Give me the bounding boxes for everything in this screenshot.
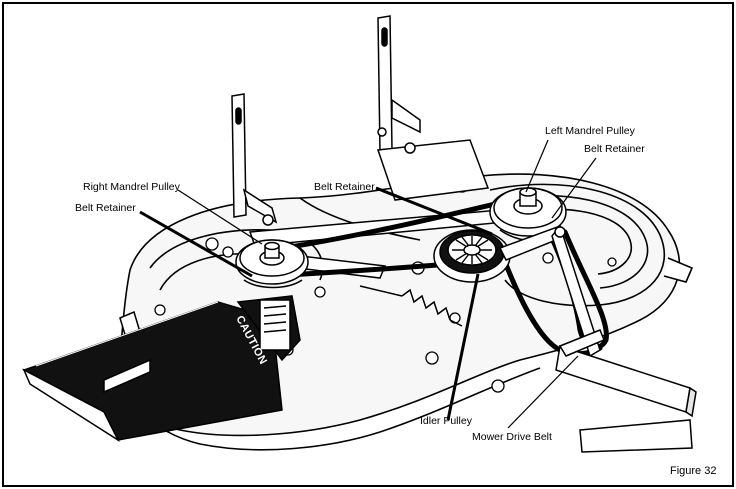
leader-idler-pulley [446, 273, 480, 421]
label-mower-drive-belt: Mower Drive Belt [472, 431, 552, 443]
discharge-chute [22, 295, 301, 443]
leader-mower-drive-belt [507, 355, 579, 429]
label-right-mandrel-pulley: Right Mandrel Pulley [83, 181, 181, 193]
front-hanger-bracket [231, 93, 278, 226]
front-support-bar [555, 329, 697, 453]
label-left-mandrel-pulley: Left Mandrel Pulley [545, 125, 636, 137]
right-mandrel-pulley [235, 239, 309, 289]
leader-right-mandrel-pulley [177, 189, 263, 245]
leader-belt-retainer-left [139, 210, 253, 278]
idler-spring [359, 285, 463, 327]
figure-label: Figure 32 [670, 465, 716, 477]
label-belt-retainer-left: Belt Retainer [75, 202, 136, 214]
idler-pulley [433, 229, 511, 283]
label-idler-pulley: Idler Pulley [420, 415, 473, 427]
callout-leaders [139, 139, 597, 429]
leader-belt-retainer-right [551, 157, 597, 219]
label-belt-retainer-center: Belt Retainer [314, 181, 375, 193]
label-belt-retainer-right: Belt Retainer [584, 143, 645, 155]
rear-hanger-bracket [376, 15, 490, 201]
idler-arm [498, 224, 601, 358]
leader-left-mandrel-pulley [525, 139, 549, 193]
leader-belt-retainer-center [375, 186, 493, 236]
